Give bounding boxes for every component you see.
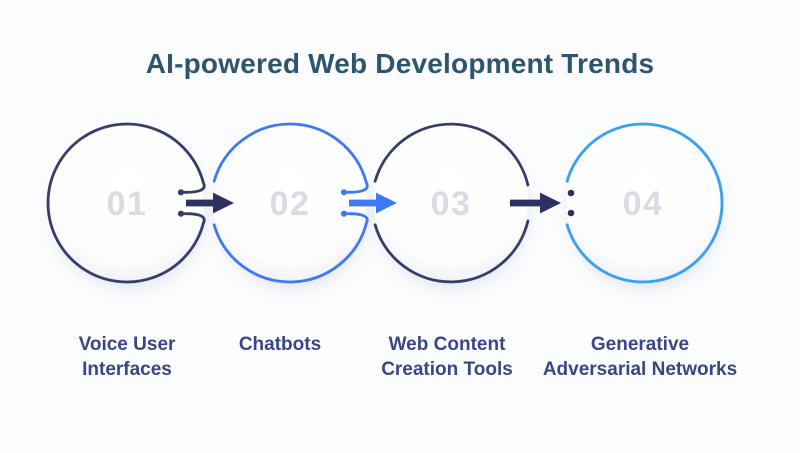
page-title: AI-powered Web Development Trends [145,48,655,79]
step-label-generative-adversarial-networks: Generative Adversarial Networks [530,332,750,382]
step-label-line: Web Content [388,334,506,355]
step-label-line: Voice User [78,334,176,355]
circuit-hook-bottom [183,212,206,225]
circle-arc [212,122,368,185]
step-number-04: 04 [623,185,664,223]
connector-dot [567,209,575,217]
step-label-web-content-creation-tools: Web Content Creation Tools [337,332,557,382]
step-label-line: Chatbots [238,334,322,355]
step-label-line: Creation Tools [381,359,513,380]
step-circle-04 [565,122,724,284]
circuit-dots-01 [177,189,185,217]
step-label-line: Generative [590,334,690,355]
circle-arc [373,122,530,187]
circuit-hook-top [183,181,206,194]
arrow-icon-1 [186,192,234,214]
circle-arc [212,221,368,284]
circuit-dots-02 [340,189,348,217]
connector-dot [567,189,575,197]
step-number-01: 01 [107,185,148,223]
connector-dot [340,210,348,217]
connector-dot [177,189,185,196]
step-number-02: 02 [270,185,311,223]
connector-dot [340,189,348,196]
step-circle-03 [373,122,530,284]
circuit-hook-top [346,181,369,194]
step-circle-fill [374,126,528,280]
circle-arc [565,122,724,284]
step-label-line: Adversarial Networks [542,359,738,380]
circuit-hook-bottom [346,212,369,225]
circle-arc [46,122,205,284]
connector-dot [177,210,185,217]
step-label-chatbots: Chatbots [170,332,390,357]
arrow-dots-3 [567,189,575,217]
step-circle-02 [212,122,369,284]
step-label-voice-user-interfaces: Voice User Interfaces [17,332,237,382]
step-circle-01 [46,122,206,284]
step-circle-fill [213,126,367,280]
step-number-03: 03 [431,185,472,223]
step-circle-fill [566,126,720,280]
circle-fills [50,126,720,280]
arrow-icon-3 [510,192,561,214]
arrow-icon-2 [349,192,397,214]
step-circle-fill [50,126,204,280]
step-label-line: Interfaces [82,359,172,380]
circle-arc [373,219,530,284]
